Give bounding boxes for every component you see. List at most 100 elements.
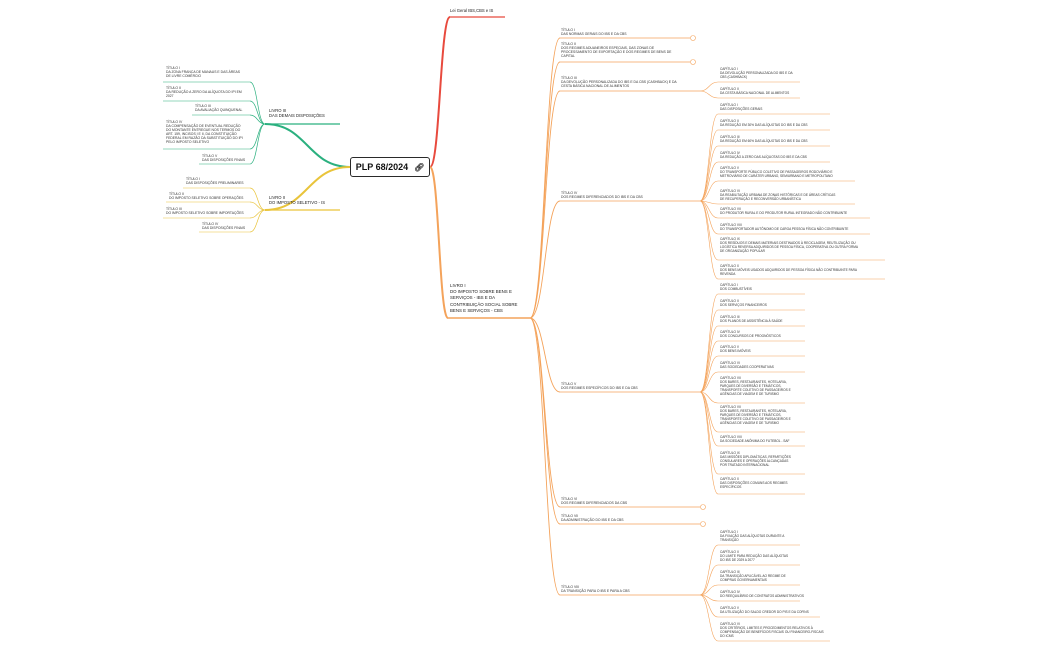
node-text-line: DA AVALIAÇÃO QUINQUENAL	[195, 108, 243, 113]
node-text-line: DAS MISSÕES DIPLOMÁTICAS, REPARTIÇÕES	[720, 454, 791, 459]
node-text-line: DO TRANSPORTE PÚBLICO COLETIVO DE PASSAG…	[720, 169, 833, 174]
connector	[249, 114, 266, 125]
node-text-line: DA REDUÇÃO A ZERO DA ALÍQUOTA DO IPI EM	[166, 90, 242, 95]
root-node[interactable]: PLP 68/2024 🔗︎	[350, 157, 430, 177]
node-text-line: DO ICMS	[720, 633, 734, 638]
node-text-line: DO REEQUILÍBRIO DE CONTRATOS ADMINISTRAT…	[720, 593, 804, 598]
node-text-line: METROVIÁRIO DE CARÁTER URBANO, SEMIURBAN…	[720, 173, 833, 178]
connector	[699, 180, 719, 202]
node-text-line: COMPRAS GOVERNAMENTAIS	[720, 577, 767, 582]
branch-lei-geral[interactable]: Lei Geral IBS,CBS e IS	[450, 8, 493, 13]
node-text-line: DO IMPOSTO SOBRE BENS E	[450, 289, 512, 295]
node-text-line: LIVRO I	[450, 283, 466, 288]
node-text-line: CAPÍTULO VI	[720, 361, 740, 365]
node-text-line: CAPÍTULO III	[720, 570, 740, 574]
connector	[699, 200, 719, 280]
node-text-line: TÍTULO VII	[561, 514, 579, 518]
node-text-line: DE RECUPERAÇÃO E RECONVERSÃO URBANÍSTICA	[720, 196, 801, 201]
node-text-line: TRANSPORTE COLETIVO DE PASSAGEIROS E	[720, 387, 791, 392]
node-text-line: CAPÍTULO II	[720, 87, 739, 91]
connector	[699, 391, 719, 404]
node-text-line: TRANSPORTE COLETIVO DE PASSAGEIROS E	[720, 416, 791, 421]
node-text-line: CAPÍTULO VI	[720, 622, 740, 626]
node-text-line: DAS DISPOSIÇÕES FINAIS	[202, 158, 246, 163]
node-text-line: DAS SOCIEDADES COOPERATIVAS	[720, 364, 774, 369]
connector	[699, 391, 719, 495]
connector	[529, 317, 561, 393]
connector	[249, 201, 266, 211]
node-text-line: CAPITAL	[561, 54, 575, 59]
node-text-line: SERVIÇOS - IBS E DA	[450, 295, 496, 301]
node-text-line: DA REABILITAÇÃO URBANA DE ZONAS HISTÓRIC…	[720, 192, 836, 197]
node-text-line: DO TRANSPORTADOR AUTÔNOMO DE CARGA PESSO…	[720, 226, 849, 231]
link-icon: 🔗︎	[414, 162, 425, 172]
node-text-line: CAPÍTULO VI	[720, 189, 740, 193]
node-text-line: TÍTULO II	[169, 192, 184, 196]
node-text-line: POR TRATADO INTERNACIONAL	[720, 462, 770, 467]
node-text-line: TÍTULO III	[166, 207, 182, 211]
node-text-line: DA TRANSIÇÃO APLICÁVEL AO REGIME DE	[720, 573, 786, 578]
node-text-line: DA ADMINISTRAÇÃO DO IBS E DA CBS	[561, 518, 624, 523]
connector	[429, 166, 449, 319]
node-text-line: CONSULARES E OPERAÇÕES ALCANÇADAS	[720, 458, 789, 463]
root-label: PLP 68/2024	[355, 162, 409, 172]
node-text-line: CAPÍTULO X	[720, 264, 739, 268]
node-text-line: CAPÍTULO II	[720, 299, 739, 303]
collapse-handle	[690, 35, 696, 41]
connector	[529, 90, 561, 319]
node-text-line: DO LIMITE PARA REDUÇÃO DAS ALÍQUOTAS	[720, 553, 789, 558]
node-text-line: TÍTULO VI	[561, 497, 578, 501]
node-text-line: AGÊNCIAS DE VIAGEM E DE TURISMO	[720, 391, 779, 396]
node-text-line: DO IMPOSTO SELETIVO SOBRE OPERAÇÕES	[169, 196, 244, 201]
